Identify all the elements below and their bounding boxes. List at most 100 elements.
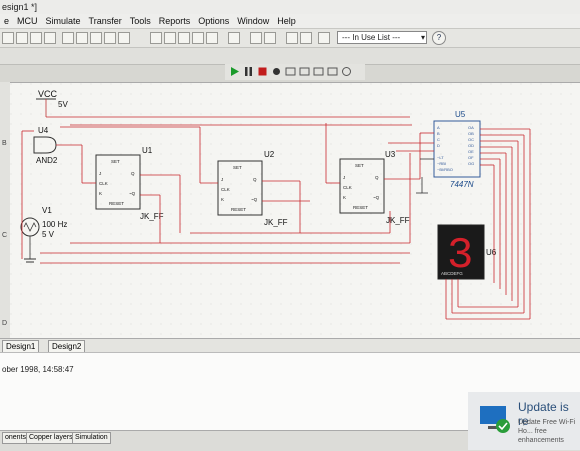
design-tab-bar: Design1 Design2 (0, 338, 580, 354)
grapher-icon[interactable] (150, 32, 162, 44)
main-toolbar (0, 29, 580, 48)
flip-flop-u1-name: JK_FF (140, 212, 164, 221)
flip-flop-u2-ref: U2 (264, 150, 275, 159)
flip-flop-u3[interactable] (339, 158, 385, 214)
flip-flop-u3-q: Q (375, 175, 379, 180)
menu-mcu[interactable]: MCU (17, 16, 38, 26)
schematic-canvas[interactable]: VCC 5V U4 AND2 U1 SET J CLK K Q ~Q RESET… (10, 82, 580, 339)
vcc-value: 5V (58, 100, 68, 109)
cut-icon[interactable] (62, 32, 74, 44)
decoder-pin-oe: OE (468, 149, 474, 154)
decoder-pin-ob: OB (468, 131, 474, 136)
component-toolbar (0, 48, 580, 65)
flip-flop-u2-q: Q (253, 177, 257, 182)
menu-help[interactable]: Help (277, 16, 296, 26)
run-icon[interactable] (229, 66, 240, 77)
flip-flop-u3-clk: CLK (343, 185, 352, 190)
component-icon[interactable] (164, 32, 176, 44)
stop-icon[interactable] (257, 66, 268, 77)
decoder-name: 7447N (450, 180, 474, 189)
tab-simulation[interactable]: Simulation (72, 432, 111, 444)
decoder-pin-of: OF (468, 155, 474, 160)
source-frequency: 100 Hz (42, 220, 67, 229)
decoder-pin-d: D (437, 143, 440, 148)
breakpoint-icon[interactable] (327, 66, 338, 77)
flip-flop-u2-nq: ~Q (251, 197, 258, 202)
wire-icon[interactable] (206, 32, 218, 44)
flip-flop-u1-clk: CLK (99, 181, 108, 186)
flip-flop-u3-k: K (343, 195, 346, 200)
forward-icon[interactable] (300, 32, 312, 44)
flip-flop-u1[interactable] (95, 154, 141, 210)
step-over-icon[interactable] (299, 66, 310, 77)
flip-flop-u2-reset: RESET (231, 207, 246, 212)
probe-icon[interactable] (341, 66, 352, 77)
flip-flop-u3-j: J (343, 175, 345, 180)
menu-tools[interactable]: Tools (129, 16, 151, 26)
menu-reports[interactable]: Reports (158, 16, 191, 26)
step-icon[interactable] (285, 66, 296, 77)
back-icon[interactable] (286, 32, 298, 44)
pause-at-next-icon[interactable] (271, 66, 282, 77)
flip-flop-u1-ref: U1 (142, 146, 153, 155)
print-icon[interactable] (44, 32, 56, 44)
open-icon[interactable] (16, 32, 28, 44)
in-use-list-value: --- In Use List --- (342, 33, 401, 42)
clipboard-icon[interactable] (264, 32, 276, 44)
flip-flop-u3-set: SET (355, 163, 364, 168)
flip-flop-u3-name: JK_FF (386, 216, 410, 225)
window-title: esign1 *] (0, 0, 580, 14)
save-icon[interactable] (30, 32, 42, 44)
decoder-pin-rbi: ~RBI (437, 161, 446, 166)
menu-edit[interactable]: e (4, 16, 10, 26)
decoder-pin-oa: OA (468, 125, 474, 130)
decoder-pin-og: OG (468, 161, 474, 166)
flip-flop-u2[interactable] (217, 160, 263, 216)
menu-window[interactable]: Window (237, 16, 270, 26)
spreadsheet-tab-bar: onents Copper layers Simulation (0, 430, 580, 451)
zoom-out-icon[interactable] (104, 32, 116, 44)
flip-flop-u1-set: SET (111, 159, 120, 164)
decoder-pin-c: C (437, 137, 440, 142)
zoom-fit-icon[interactable] (118, 32, 130, 44)
flip-flop-u2-name: JK_FF (264, 218, 288, 227)
help-icon[interactable]: ? (432, 31, 446, 45)
tab-copper-layers[interactable]: Copper layers (26, 432, 76, 444)
seven-segment-display[interactable] (437, 224, 485, 280)
flip-flop-u2-j: J (221, 177, 223, 182)
decoder-7447[interactable] (433, 120, 481, 178)
chart-icon[interactable] (228, 32, 240, 44)
simulation-toolbar (225, 64, 365, 80)
menu-transfer[interactable]: Transfer (88, 16, 122, 26)
spreadsheet-icon[interactable] (192, 32, 204, 44)
chevron-down-icon: ▾ (420, 33, 425, 42)
database-icon[interactable] (178, 32, 190, 44)
update-notification[interactable]: Update is re Update Free Wi-Fi Ho... fre… (468, 392, 580, 450)
decoder-pin-oc: OC (468, 137, 474, 142)
ruler-label-c: C (2, 232, 8, 239)
pause-icon[interactable] (243, 66, 254, 77)
display-digit: 3 (447, 231, 473, 281)
log-entry: ober 1998, 14:58:47 (2, 365, 74, 374)
zoom-area-icon[interactable] (76, 32, 88, 44)
decoder-ref: U5 (455, 110, 466, 119)
in-use-list-dropdown[interactable]: --- In Use List --- ▾ (337, 31, 427, 44)
flip-flop-u2-set: SET (233, 165, 242, 170)
tab-components[interactable]: onents (2, 432, 30, 444)
new-file-icon[interactable] (2, 32, 14, 44)
tab-design1[interactable]: Design1 (2, 340, 40, 354)
and-gate-symbol[interactable] (33, 136, 57, 154)
flip-flop-u3-reset: RESET (353, 205, 368, 210)
decoder-pin-bi: ~BI/RBO (437, 167, 453, 172)
zoom-in-icon[interactable] (90, 32, 102, 44)
table-icon[interactable] (250, 32, 262, 44)
notification-body: Update Free Wi-Fi Ho... free enhancement… (518, 419, 576, 444)
source-amplitude: 5 V (42, 230, 55, 239)
flip-flop-u2-k: K (221, 197, 224, 202)
dropdown-tool-icon[interactable] (318, 32, 330, 44)
menu-options[interactable]: Options (198, 16, 230, 26)
step-out-icon[interactable] (313, 66, 324, 77)
and-gate-name: AND2 (36, 156, 58, 165)
flip-flop-u1-q: Q (131, 171, 135, 176)
menu-simulate[interactable]: Simulate (45, 16, 81, 26)
